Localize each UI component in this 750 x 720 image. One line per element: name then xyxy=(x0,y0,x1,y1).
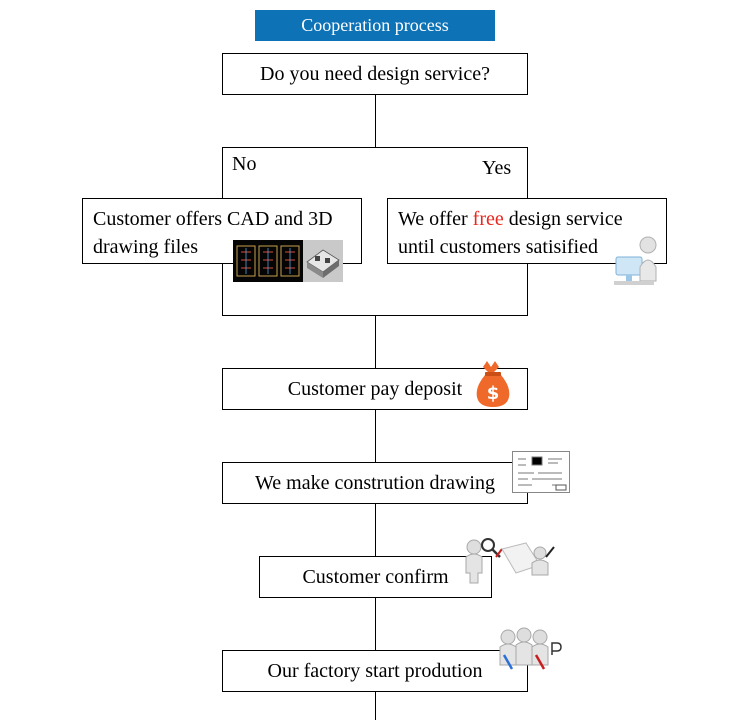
free-design-suffix: design service xyxy=(503,208,623,230)
free-design-line1: We offer free design service xyxy=(398,205,666,233)
workers-with-tools-icon xyxy=(494,625,564,677)
free-design-prefix: We offer xyxy=(398,208,473,230)
production-text: Our factory start prodution xyxy=(267,659,483,682)
free-design-line2: until customers satisified xyxy=(398,236,598,258)
production-box: Our factory start prodution xyxy=(222,650,528,692)
figure-with-magnifier-icon xyxy=(460,535,558,585)
money-bag-dollar-icon: $ xyxy=(473,357,513,409)
3d-render-thumbnail-icon xyxy=(303,240,343,282)
connector-line xyxy=(375,691,376,720)
construction-drawing-box: We make constrution drawing xyxy=(222,462,528,504)
deposit-text: Customer pay deposit xyxy=(287,377,463,400)
deposit-box: Customer pay deposit xyxy=(222,368,528,410)
customer-files-box: Customer offers CAD and 3D drawing files xyxy=(82,198,362,264)
customer-files-line2: drawing files xyxy=(93,236,198,258)
free-highlight-text: free xyxy=(472,208,504,230)
question-box: Do you need design service? xyxy=(222,53,528,95)
page-title: Cooperation process xyxy=(255,10,495,41)
designer-at-computer-icon xyxy=(612,233,662,289)
branch-no-label: No xyxy=(232,153,257,175)
question-text: Do you need design service? xyxy=(260,62,490,85)
connector-line xyxy=(375,409,376,462)
construction-drawing-sheet-icon xyxy=(512,451,570,493)
customer-files-line1: Customer offers CAD and 3D xyxy=(93,208,333,230)
connector-line xyxy=(375,94,376,148)
connector-line xyxy=(375,315,376,368)
connector-line xyxy=(375,597,376,650)
cad-drawing-thumbnail-icon xyxy=(233,240,303,282)
customer-confirm-box: Customer confirm xyxy=(259,556,492,598)
construction-drawing-text: We make constrution drawing xyxy=(255,471,495,494)
svg-text:$: $ xyxy=(487,383,500,404)
free-design-box: We offer free design service until custo… xyxy=(387,198,667,264)
customer-confirm-text: Customer confirm xyxy=(302,565,449,588)
branch-yes-label: Yes xyxy=(482,157,512,179)
connector-line xyxy=(375,503,376,556)
